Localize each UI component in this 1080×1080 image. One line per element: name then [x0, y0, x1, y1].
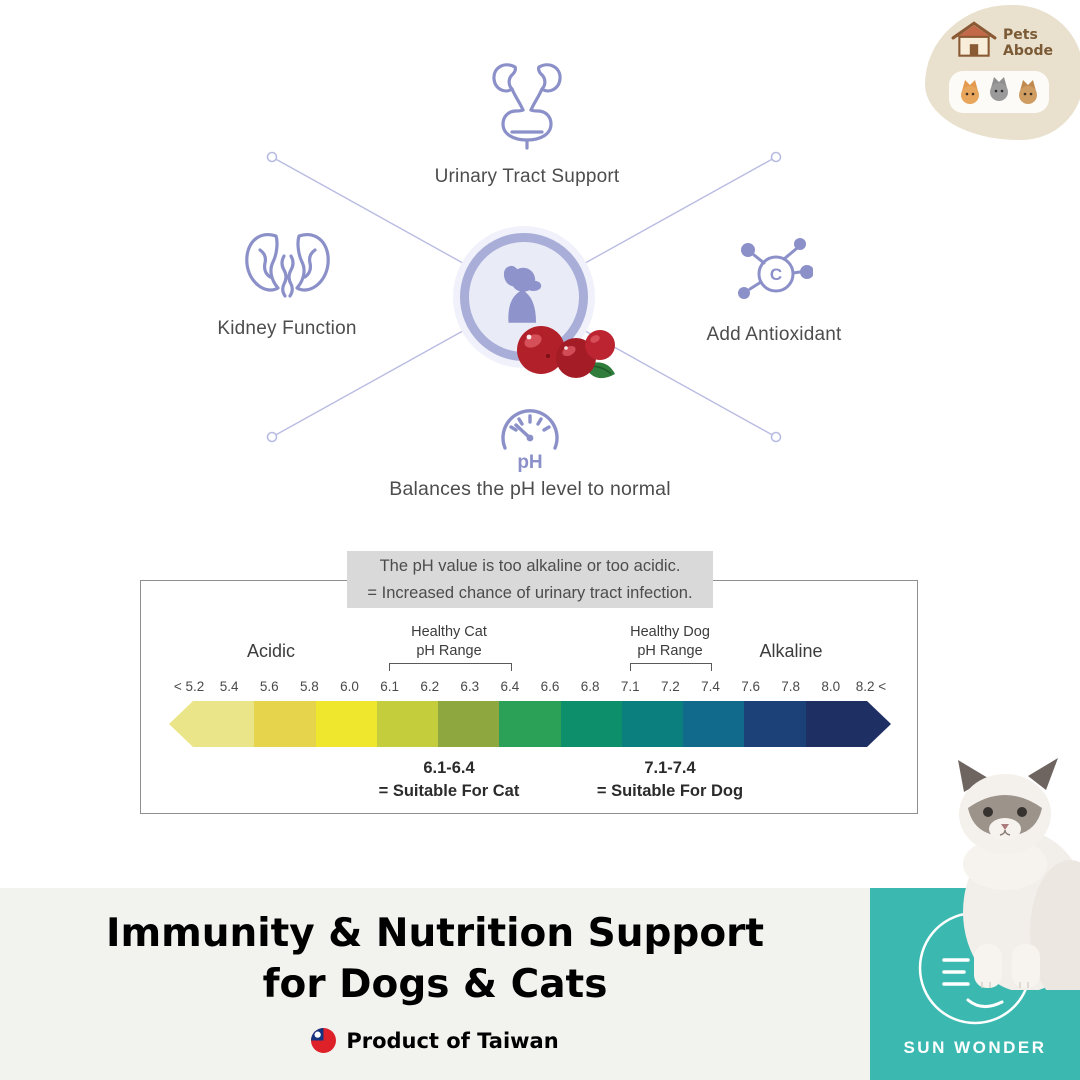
- ph-bar-segment: [805, 701, 867, 747]
- ph-bar-segment: [499, 701, 561, 747]
- acidic-label: Acidic: [246, 641, 295, 661]
- ph-callout-line2: = Increased chance of urinary tract infe…: [367, 583, 693, 602]
- cranberries-image: [517, 326, 615, 379]
- ph-tick: 5.6: [259, 679, 279, 694]
- ph-bar-segment: [254, 701, 316, 747]
- cat-range-heading: Healthy Cat pH Range: [369, 623, 529, 661]
- cat-photo: [958, 758, 1080, 990]
- ph-bar-right-arrow: [866, 701, 891, 747]
- ph-bar-segment: [315, 701, 377, 747]
- dog-range-suitability: = Suitable For Dog: [596, 782, 744, 801]
- kidney-icon: [245, 233, 330, 298]
- headline: Immunity & Nutrition Support for Dogs & …: [40, 908, 830, 1011]
- pets-abode-cats-panel: [949, 71, 1049, 113]
- dog-suitability-note: 7.1-7.4 = Suitable For Dog: [590, 757, 750, 803]
- cat-suitability-note: 6.1-6.4 = Suitable For Cat: [369, 757, 529, 803]
- cat-range-heading-line2: pH Range: [416, 642, 482, 659]
- ph-tick: 6.4: [500, 679, 520, 694]
- ph-callout: The pH value is too alkaline or too acid…: [347, 551, 713, 608]
- ph-tick: 7.8: [781, 679, 801, 694]
- origin-label: Product of Taiwan: [346, 1028, 559, 1053]
- ph-tick: 8.2 <: [855, 679, 887, 694]
- ph-tick: 6.6: [540, 679, 560, 694]
- ph-tick: 6.8: [580, 679, 600, 694]
- ph-bar-segment: [683, 701, 745, 747]
- urinary-tract-icon: [492, 63, 562, 150]
- ph-bar-left-arrow: [169, 701, 193, 747]
- alkaline-label: Alkaline: [759, 641, 823, 661]
- ph-tick: < 5.2: [173, 679, 205, 694]
- ph-tick: 5.4: [219, 679, 239, 694]
- ph-bar-segment: [621, 701, 684, 747]
- benefit-label-urinary: Urinary Tract Support: [434, 166, 620, 187]
- pets-abode-brand-line1: Pets: [1003, 27, 1038, 43]
- ph-gauge-icon: pH: [501, 409, 559, 473]
- antioxidant-icon: C: [738, 238, 813, 299]
- ph-tick: 6.2: [420, 679, 440, 694]
- ph-tick: 6.1: [380, 679, 399, 694]
- cat-range-bracket: [389, 663, 512, 671]
- pets-abode-brand: Pets Abode: [1003, 27, 1053, 59]
- taiwan-flag-icon: [311, 1028, 337, 1053]
- headline-line1: Immunity & Nutrition Support: [105, 911, 765, 956]
- dog-range-heading-line2: pH Range: [637, 642, 703, 659]
- ph-bar-segment: [560, 701, 622, 747]
- benefit-label-kidney: Kidney Function: [217, 318, 357, 339]
- ph-bar-segment: [438, 701, 500, 747]
- ph-tick: 7.6: [741, 679, 760, 694]
- dog-range-heading-line1: Healthy Dog: [630, 624, 710, 640]
- ph-tick: 6.0: [340, 679, 359, 694]
- ph-bar-segment: [744, 701, 806, 747]
- pets-abode-badge: Pets Abode: [925, 5, 1080, 140]
- ph-tick: 6.3: [460, 679, 480, 694]
- cat-trio-icon: [961, 77, 1037, 104]
- ph-tick: 5.8: [299, 679, 319, 694]
- benefit-label-ph: Balances the pH level to normal: [389, 478, 671, 500]
- ph-gauge-text: pH: [517, 452, 542, 473]
- ph-bar-segment: [193, 701, 255, 747]
- ph-color-bar: [169, 701, 891, 747]
- benefit-label-antioxidant: Add Antioxidant: [706, 324, 842, 345]
- dog-range-heading: Healthy Dog pH Range: [590, 623, 750, 661]
- ph-tick: 8.0: [821, 679, 841, 694]
- ph-tick: 7.1: [620, 679, 640, 694]
- cat-range-value: 6.1-6.4: [423, 759, 475, 777]
- dog-cat-icon: [503, 265, 542, 323]
- pets-abode-house-icon: [951, 21, 997, 57]
- ph-chart: Acidic Alkaline Healthy Cat pH Range Hea…: [140, 580, 918, 814]
- dog-range-bracket: [630, 663, 712, 671]
- headline-line2: for Dogs & Cats: [262, 962, 608, 1008]
- ph-callout-line1: The pH value is too alkaline or too acid…: [379, 557, 681, 576]
- sun-wonder-brand: SUN WONDER: [903, 1038, 1047, 1057]
- cat-range-suitability: = Suitable For Cat: [378, 782, 520, 801]
- ph-tick-labels: < 5.2 5.4 5.6 5.8 6.0 6.1 6.2 6.3 6.4 6.…: [169, 679, 891, 694]
- cat-range-heading-line1: Healthy Cat: [411, 624, 487, 640]
- ph-tick: 7.4: [701, 679, 720, 694]
- center-emblem: [460, 233, 588, 361]
- ph-tick: 7.2: [660, 679, 680, 694]
- pets-abode-brand-line2: Abode: [1003, 43, 1053, 60]
- ph-bar-segment: [376, 701, 439, 747]
- antioxidant-symbol: C: [770, 265, 782, 284]
- origin-row: Product of Taiwan: [40, 1028, 830, 1053]
- dog-range-value: 7.1-7.4: [644, 759, 696, 777]
